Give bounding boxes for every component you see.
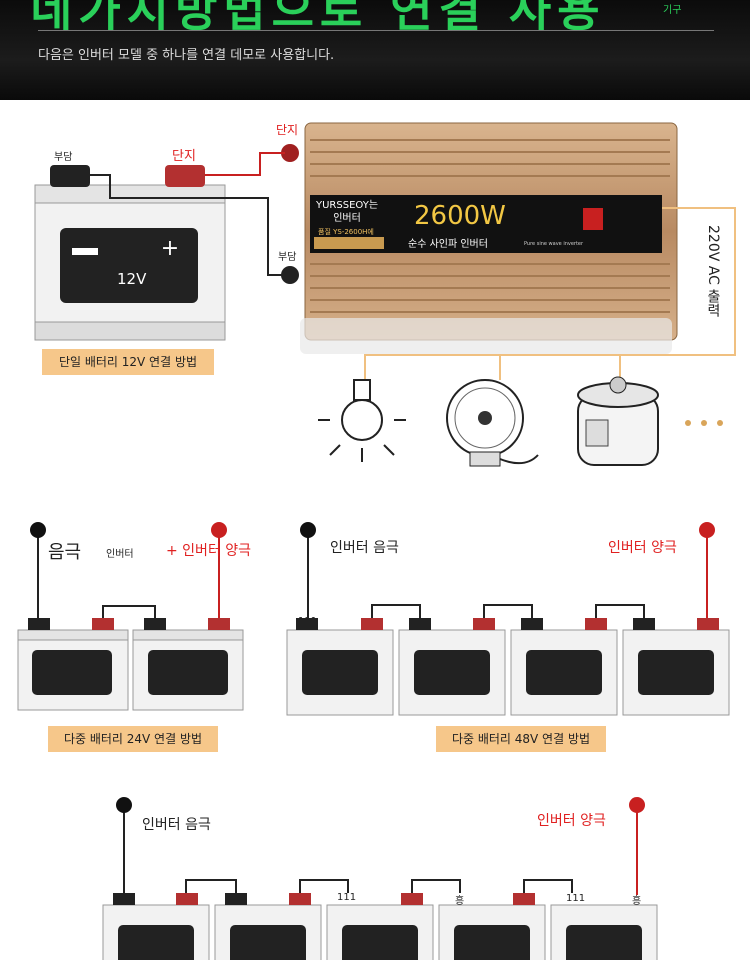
wires-24v [37,535,220,622]
note-60v-3: 111 [566,893,586,904]
single-caption: 단일 배터리 12V 연결 방법 [42,349,214,375]
note-60v-2: 흥 [455,896,465,907]
header-banner: 네가지방법으로 연결 사용 기구 다음은 인버터 모델 중 하나를 연결 데모로… [0,0,750,100]
neg-small-24v: 인버터 [106,549,134,560]
header-corner-text: 기구 [663,5,682,16]
plus-terminal-icon [699,522,715,538]
caption-24v: 다중 배터리 24V 연결 방법 [48,726,218,752]
wires-60v [123,812,638,895]
inverter-sine: 순수 사인파 인버터 [408,239,488,250]
battery-neg-label: 부담 [54,152,73,163]
more-loads-icon [685,420,723,426]
battery-24v-2 [132,618,244,711]
minus-terminal-icon [116,797,132,813]
batteries-60v [102,893,658,960]
pos-label-48v: 인버터 양극 [608,540,677,556]
battery-voltage: 12V [117,270,147,288]
inverter-panel: YURSSEOY는 인버터 품질 YS-2600H에 2600W 순수 사인파 … [310,195,662,253]
inverter-pure: Pure sine wave inverter [524,241,584,247]
plus-terminal-icon [629,797,645,813]
inverter-neg-label: 부담 [278,252,297,263]
bulb-icon [318,379,406,462]
pos-label-24v: + 인버터 양극 [166,543,252,559]
svg-text:+: + [161,236,179,261]
wires-single [90,152,736,380]
wires-48v [307,535,708,622]
inverter-brand-line2: 인버터 [333,213,361,224]
inverter-brand-line1: YURSSEOY는 [316,200,379,211]
inverter [281,122,678,354]
inverter-pos-label: 단지 [276,123,299,137]
neg-label-24v: 음극 [48,542,82,563]
terminal-note-48v: 111 [298,616,318,627]
note-60v-1: 111 [337,892,357,903]
inverter-model: 품질 YS-2600H에 [318,228,374,236]
inverter-power: 2600W [414,201,506,231]
cooker-icon [577,376,659,466]
minus-terminal-icon [30,522,46,538]
header-subtitle: 다음은 인버터 모델 중 하나를 연결 데모로 사용합니다. [38,48,335,63]
plus-terminal-icon [211,522,227,538]
neg-label-60v: 인버터 음극 [142,817,211,833]
batteries-48v [286,618,730,716]
fan-icon [446,379,539,467]
battery-12v: + [34,165,226,341]
minus-terminal-icon [300,522,316,538]
header-divider [38,30,714,31]
neg-label-48v: 인버터 음극 [330,540,399,556]
pos-label-60v: 인버터 양극 [537,813,606,829]
inverter-brand: YURSSEOY는 인버터 [316,199,378,225]
note-60v-4: 흥 [632,896,642,907]
battery-24v-1 [17,618,129,711]
ac-output-label: 220V AC 출력 [705,225,721,318]
battery-pos-label: 단지 [172,149,196,164]
caption-48v: 다중 배터리 48V 연결 방법 [436,726,606,752]
